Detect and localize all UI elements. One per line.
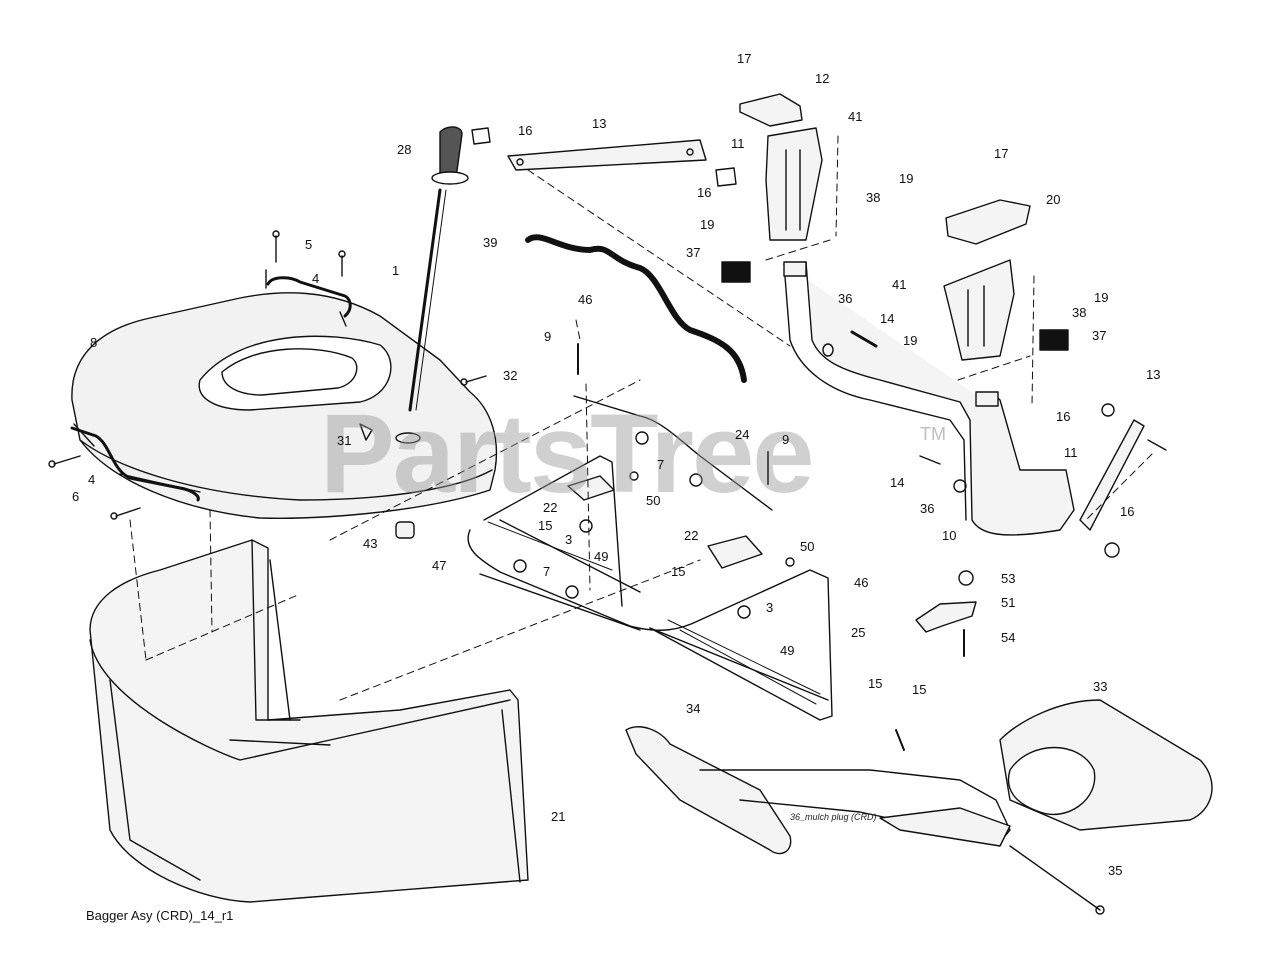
bag-body: [89, 539, 529, 903]
right-hardware: [822, 330, 1167, 558]
callout-25: 25: [851, 625, 866, 640]
watermark: PartsTree: [320, 391, 815, 516]
callout-3: 3: [766, 600, 774, 615]
callout-43: 43: [363, 536, 378, 551]
bracket-20: [945, 199, 1031, 245]
callout-19: 19: [1094, 290, 1109, 305]
trademark: TM: [920, 424, 946, 444]
callout-38: 38: [866, 190, 881, 205]
bracket-22b: [707, 535, 763, 569]
callout-54: 54: [1001, 630, 1016, 645]
latch-51: [915, 601, 977, 633]
upper-strap: [471, 127, 737, 187]
callout-37: 37: [1092, 328, 1107, 343]
callout-28: 28: [397, 142, 412, 157]
bracket-22a: [567, 475, 615, 501]
callout-33: 33: [1093, 679, 1108, 694]
callout-46: 46: [578, 292, 593, 307]
callout-46: 46: [854, 575, 869, 590]
callout-49: 49: [780, 643, 795, 658]
callout-16: 16: [1056, 409, 1071, 424]
callout-19: 19: [899, 171, 914, 186]
callout-5: 5: [305, 237, 313, 252]
callout-15: 15: [912, 682, 927, 697]
bag-frame: [467, 455, 833, 721]
callout-11: 11: [731, 136, 745, 151]
callout-41: 41: [892, 277, 907, 292]
callout-16: 16: [518, 123, 533, 138]
callout-17: 17: [737, 51, 752, 66]
callout-35: 35: [1108, 863, 1123, 878]
callout-50: 50: [800, 539, 815, 554]
callout-49: 49: [594, 549, 609, 564]
callout-14: 14: [890, 475, 905, 490]
callout-31: 31: [337, 433, 352, 448]
rod-24: [573, 395, 773, 511]
lever-rod: [408, 126, 469, 412]
callout-13: 13: [592, 116, 607, 131]
callout-19: 19: [903, 333, 918, 348]
bag-lid: [71, 292, 498, 519]
callout-15: 15: [671, 564, 686, 579]
callout-37: 37: [686, 245, 701, 260]
grab-handle: [525, 234, 747, 383]
callout-3: 3: [565, 532, 573, 547]
mulch-plug-note: 36_mulch plug (CRD): [790, 812, 877, 822]
callout-38: 38: [1072, 305, 1087, 320]
nuts: [513, 431, 795, 619]
callout-20: 20: [1046, 192, 1061, 207]
callout-9: 9: [544, 329, 552, 344]
callout-50: 50: [646, 493, 661, 508]
callout-36: 36: [838, 291, 853, 306]
callout-4: 4: [88, 472, 96, 487]
callout-39: 39: [483, 235, 498, 250]
callout-7: 7: [543, 564, 551, 579]
callout-41: 41: [848, 109, 863, 124]
callout-36: 36: [920, 501, 935, 516]
plug-right: [1039, 329, 1069, 351]
mount-brackets: [765, 127, 1015, 361]
callout-21: 21: [551, 809, 566, 824]
support-frame: [783, 261, 1075, 536]
callout-22: 22: [543, 500, 558, 515]
callout-14: 14: [880, 311, 895, 326]
callout-7: 7: [657, 457, 665, 472]
callout-8: 8: [90, 335, 98, 350]
callout-6: 6: [72, 489, 80, 504]
callout-51: 51: [1001, 595, 1016, 610]
bracket-12: [739, 93, 803, 127]
callout-4: 4: [312, 271, 320, 286]
callout-11: 11: [1064, 445, 1078, 460]
callout-1: 1: [392, 263, 400, 278]
callout-19: 19: [700, 217, 715, 232]
callout-34: 34: [686, 701, 701, 716]
mulch-plug: [625, 699, 1213, 915]
callout-47: 47: [432, 558, 447, 573]
lid-handle: [265, 269, 352, 327]
nut-53: [958, 570, 974, 586]
callout-13: 13: [1146, 367, 1161, 382]
alignment-lines: [129, 135, 1153, 701]
spacer-43: [395, 521, 415, 539]
callout-16: 16: [697, 185, 712, 200]
callout-15: 15: [538, 518, 553, 533]
side-handle: [70, 423, 201, 502]
callout-32: 32: [503, 368, 518, 383]
callout-17: 17: [994, 146, 1009, 161]
callout-10: 10: [942, 528, 957, 543]
callout-24: 24: [735, 427, 750, 442]
callout-12: 12: [815, 71, 830, 86]
callout-9: 9: [782, 432, 790, 447]
callout-15: 15: [868, 676, 883, 691]
plug-left: [721, 261, 751, 283]
screws: [48, 230, 487, 520]
diagram-caption: Bagger Asy (CRD)_14_r1: [86, 908, 234, 923]
callout-53: 53: [1001, 571, 1016, 586]
callout-22: 22: [684, 528, 699, 543]
callout-16: 16: [1120, 504, 1135, 519]
side-strap: [1079, 419, 1145, 531]
